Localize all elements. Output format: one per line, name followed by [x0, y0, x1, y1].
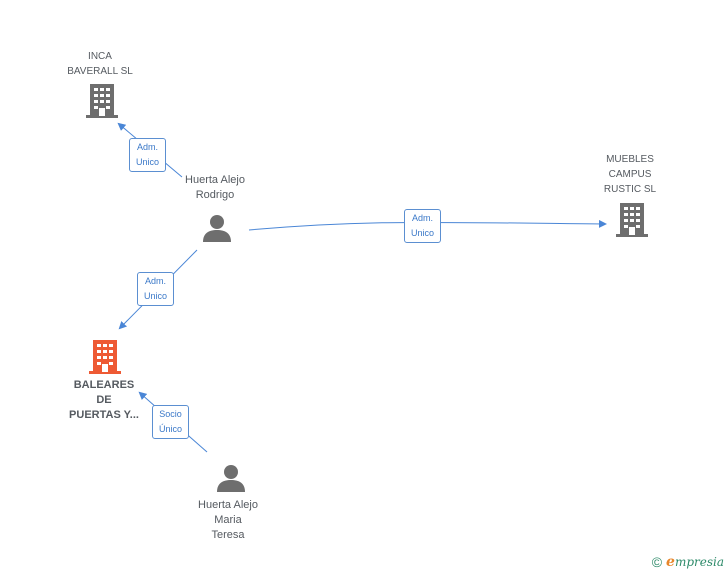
company-name-line: BAVERALL SL [67, 66, 133, 77]
building-icon[interactable] [89, 340, 121, 374]
company-name-line: PUERTAS Y... [69, 409, 139, 421]
company-label-inca: INCA BAVERALL SL [50, 49, 150, 79]
person-icon[interactable] [216, 463, 246, 493]
edge-label-line: Único [159, 424, 183, 434]
building-icon[interactable] [86, 84, 118, 118]
empresia-logo: © empresia [652, 554, 724, 570]
company-label-baleares[interactable]: BALEARES DE PUERTAS Y... [54, 378, 154, 423]
edge-label-line: Adm. [137, 142, 159, 152]
edge-label-line: Unico [136, 157, 160, 167]
edge-label-line: Socio [159, 409, 182, 419]
edge-label-rodrigo-baleares[interactable]: Adm. Unico [137, 272, 175, 306]
brand-rest: mpresia [674, 555, 724, 569]
building-icon[interactable] [616, 203, 648, 237]
person-label-maria: Huerta Alejo Maria Teresa [178, 498, 278, 543]
person-name-line: Teresa [211, 529, 245, 541]
edge-label-rodrigo-muebles[interactable]: Adm. Unico [404, 209, 442, 243]
person-name-line: Rodrigo [195, 189, 235, 201]
edge-label-line: Unico [411, 228, 435, 238]
person-name-line: Huerta Alejo [185, 174, 245, 186]
person-icon[interactable] [202, 213, 232, 243]
company-name-line: CAMPUS [608, 169, 652, 180]
person-label-rodrigo: Huerta Alejo Rodrigo [165, 173, 265, 203]
edge-label-line: Adm. [412, 213, 434, 223]
edge-rodrigo-to-muebles [248, 219, 607, 231]
company-name-line: INCA [88, 51, 112, 62]
brand-initial: e [666, 554, 675, 570]
company-name-line: MUEBLES [606, 154, 654, 165]
company-name-line: BALEARES [73, 379, 135, 391]
person-name-line: Huerta Alejo [198, 499, 258, 511]
brand-wordmark: empresia [666, 554, 724, 570]
edge-label-rodrigo-inca[interactable]: Adm. Unico [129, 138, 167, 172]
edge-label-line: Unico [144, 291, 168, 301]
edge-label-line: Adm. [145, 276, 167, 286]
company-name-line: DE [96, 394, 112, 406]
person-name-line: Maria [214, 514, 242, 526]
copyright-icon: © [651, 554, 663, 570]
edge-label-maria-baleares[interactable]: Socio Único [152, 405, 190, 439]
company-label-muebles: MUEBLES CAMPUS RUSTIC SL [580, 152, 680, 197]
company-name-line: RUSTIC SL [603, 184, 657, 195]
